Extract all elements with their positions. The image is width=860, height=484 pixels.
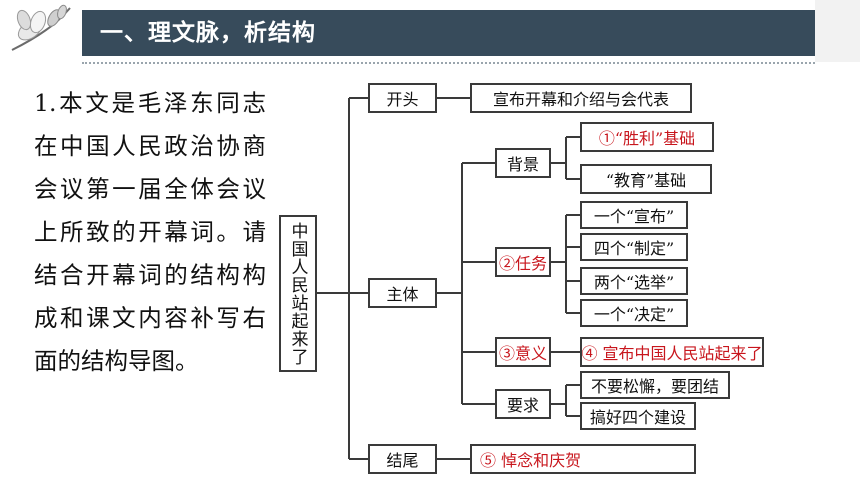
node-jiewei-label: 结尾 — [386, 451, 419, 470]
node-kaitou-label: 开头 — [386, 90, 419, 109]
question-paragraph: 1.本文是毛泽东同志在中国人民政治协商会议第一届全体会议上所致的开幕词。请结合开… — [34, 89, 266, 375]
header: 一、理文脉，析结构 — [0, 0, 860, 64]
root-label: 中国人民站起来了 — [287, 221, 308, 366]
node-yaoqiu: 要求 — [495, 389, 551, 419]
node-yaoqiu-item-2-label: 搞好四个建设 — [589, 408, 686, 427]
header-divider — [82, 62, 815, 64]
node-beijing-item-1: ①“胜利”基础 — [580, 122, 714, 152]
node-jiewei-detail-label: ⑤ 悼念和庆贺 — [480, 451, 582, 470]
node-yaoqiu-item-1: 不要松懈，要团结 — [580, 371, 730, 399]
node-renwu-item-1: 一个“宣布” — [580, 201, 688, 229]
magnolia-flower-icon — [11, 4, 71, 51]
node-yiyi-detail: ④ 宣布中国人民站起来了 — [580, 337, 764, 367]
node-jiewei: 结尾 — [368, 444, 437, 474]
node-renwu-item-1-label: 一个“宣布” — [593, 207, 675, 226]
node-zhuti: 主体 — [368, 278, 437, 308]
node-renwu-item-3: 两个“选举” — [580, 267, 688, 295]
node-beijing-item-2: “教育”基础 — [580, 164, 712, 194]
node-renwu-item-4-label: 一个“决定” — [593, 305, 675, 324]
node-kaitou-detail-label: 宣布开幕和介绍与会代表 — [492, 90, 669, 109]
node-yaoqiu-label: 要求 — [506, 396, 539, 415]
node-beijing-label: 背景 — [506, 155, 539, 174]
node-kaitou: 开头 — [368, 83, 437, 113]
node-zhuti-label: 主体 — [386, 285, 419, 304]
root-node: 中国人民站起来了 — [279, 215, 317, 372]
node-beijing: 背景 — [495, 148, 551, 178]
node-kaitou-detail: 宣布开幕和介绍与会代表 — [470, 83, 692, 113]
node-beijing-item-1-label: ①“胜利”基础 — [598, 129, 696, 148]
header-stripe — [815, 0, 860, 62]
node-yiyi-label: ③意义 — [498, 344, 547, 363]
header-bar — [82, 10, 815, 56]
node-renwu-item-4: 一个“决定” — [580, 299, 688, 327]
node-beijing-item-2-label: “教育”基础 — [605, 171, 687, 190]
page-title: 一、理文脉，析结构 — [100, 20, 316, 46]
node-yaoqiu-item-2: 搞好四个建设 — [580, 402, 696, 430]
node-yaoqiu-item-1-label: 不要松懈，要团结 — [590, 377, 719, 396]
node-jiewei-detail: ⑤ 悼念和庆贺 — [470, 444, 696, 474]
node-renwu-item-2-label: 四个“制定” — [593, 239, 675, 258]
node-renwu-label: ②任务 — [498, 254, 547, 273]
node-yiyi: ③意义 — [495, 337, 551, 367]
node-yiyi-detail-label: ④ 宣布中国人民站起来了 — [581, 344, 763, 363]
node-renwu: ②任务 — [495, 247, 551, 277]
node-renwu-item-3-label: 两个“选举” — [593, 273, 675, 292]
node-renwu-item-2: 四个“制定” — [580, 233, 688, 261]
